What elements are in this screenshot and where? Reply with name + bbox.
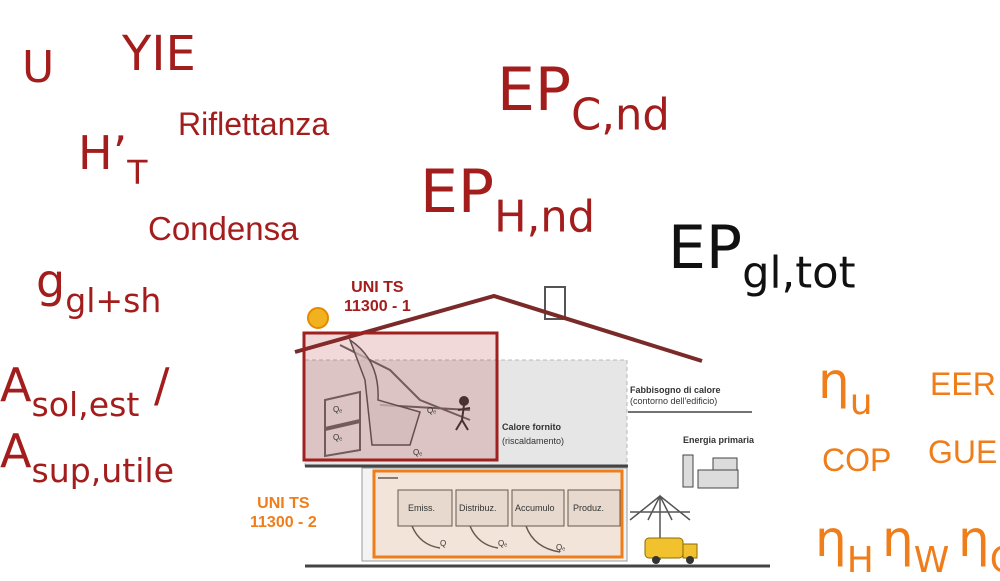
term-asup: Asup,utile: [0, 424, 174, 490]
uni-ts-2-region: [372, 469, 624, 559]
term-ep-h-nd: EPH,nd: [420, 157, 596, 243]
q-label: Qₑ: [413, 448, 422, 457]
term-riflettanza: Riflettanza: [178, 106, 330, 142]
term-gue: GUE: [928, 434, 998, 470]
q-label: Qₑ: [556, 543, 565, 552]
power-plant-icon: [682, 454, 739, 489]
lower-flow-arrows: [378, 477, 561, 553]
box-emission: [397, 489, 453, 527]
term-ep-gl-tot: EPgl,tot: [668, 213, 856, 299]
q-label: Qₑ: [498, 539, 507, 548]
term-ht: H’T: [78, 126, 148, 192]
q-label: Qₑ: [333, 433, 342, 442]
term-eta-c: ηC: [958, 510, 1000, 579]
sun-icon: [307, 307, 329, 329]
uni-ts-2-label: UNI TS 11300 - 2: [250, 495, 317, 532]
fabbisogno-sub: (contorno dell'edificio): [630, 396, 717, 406]
person-icon: [455, 396, 471, 431]
term-eta-h: ηH: [815, 510, 874, 581]
chimney: [544, 286, 566, 320]
term-asol: Asol,est /: [0, 358, 170, 424]
box-distribution: [455, 489, 509, 527]
term-ep-c-nd: EPC,nd: [497, 55, 670, 141]
q-label: Q: [440, 539, 446, 548]
uni-ts-1-label: UNI TS 11300 - 1: [344, 279, 411, 316]
heat-flow-arrows: [324, 344, 471, 458]
q-label: Qₑ: [427, 406, 436, 415]
term-eta-u: ηu: [818, 352, 873, 424]
q-label: Qₑ: [333, 405, 342, 414]
fuel-truck-icon: [644, 537, 698, 564]
term-eta-w: ηW: [882, 510, 950, 581]
term-ggl: ggl+sh: [36, 254, 162, 320]
heat-flow-shape: [348, 338, 421, 446]
energia-primaria-label: Energia primaria: [683, 435, 755, 445]
power-line-icon: [629, 494, 691, 560]
uni-ts-1-region: [302, 331, 499, 462]
calore-label: Calore fornito: [502, 422, 562, 432]
term-eer: EER: [930, 366, 996, 402]
calore-sub: (riscaldamento): [502, 436, 564, 446]
term-u: U: [22, 42, 55, 93]
term-cop: COP: [822, 442, 892, 478]
box-emission-label: Emiss.: [408, 503, 435, 513]
box-production-label: Produz.: [573, 503, 604, 513]
box-storage-label: Accumulo: [515, 503, 555, 513]
term-yie: YIE: [122, 26, 196, 82]
box-distribution-label: Distribuz.: [459, 503, 497, 513]
box-production: [567, 489, 621, 527]
upper-floor: [304, 359, 628, 467]
term-condensa: Condensa: [148, 210, 299, 247]
box-storage: [511, 489, 565, 527]
fabbisogno-label: Fabbisogno di calore: [630, 385, 721, 395]
